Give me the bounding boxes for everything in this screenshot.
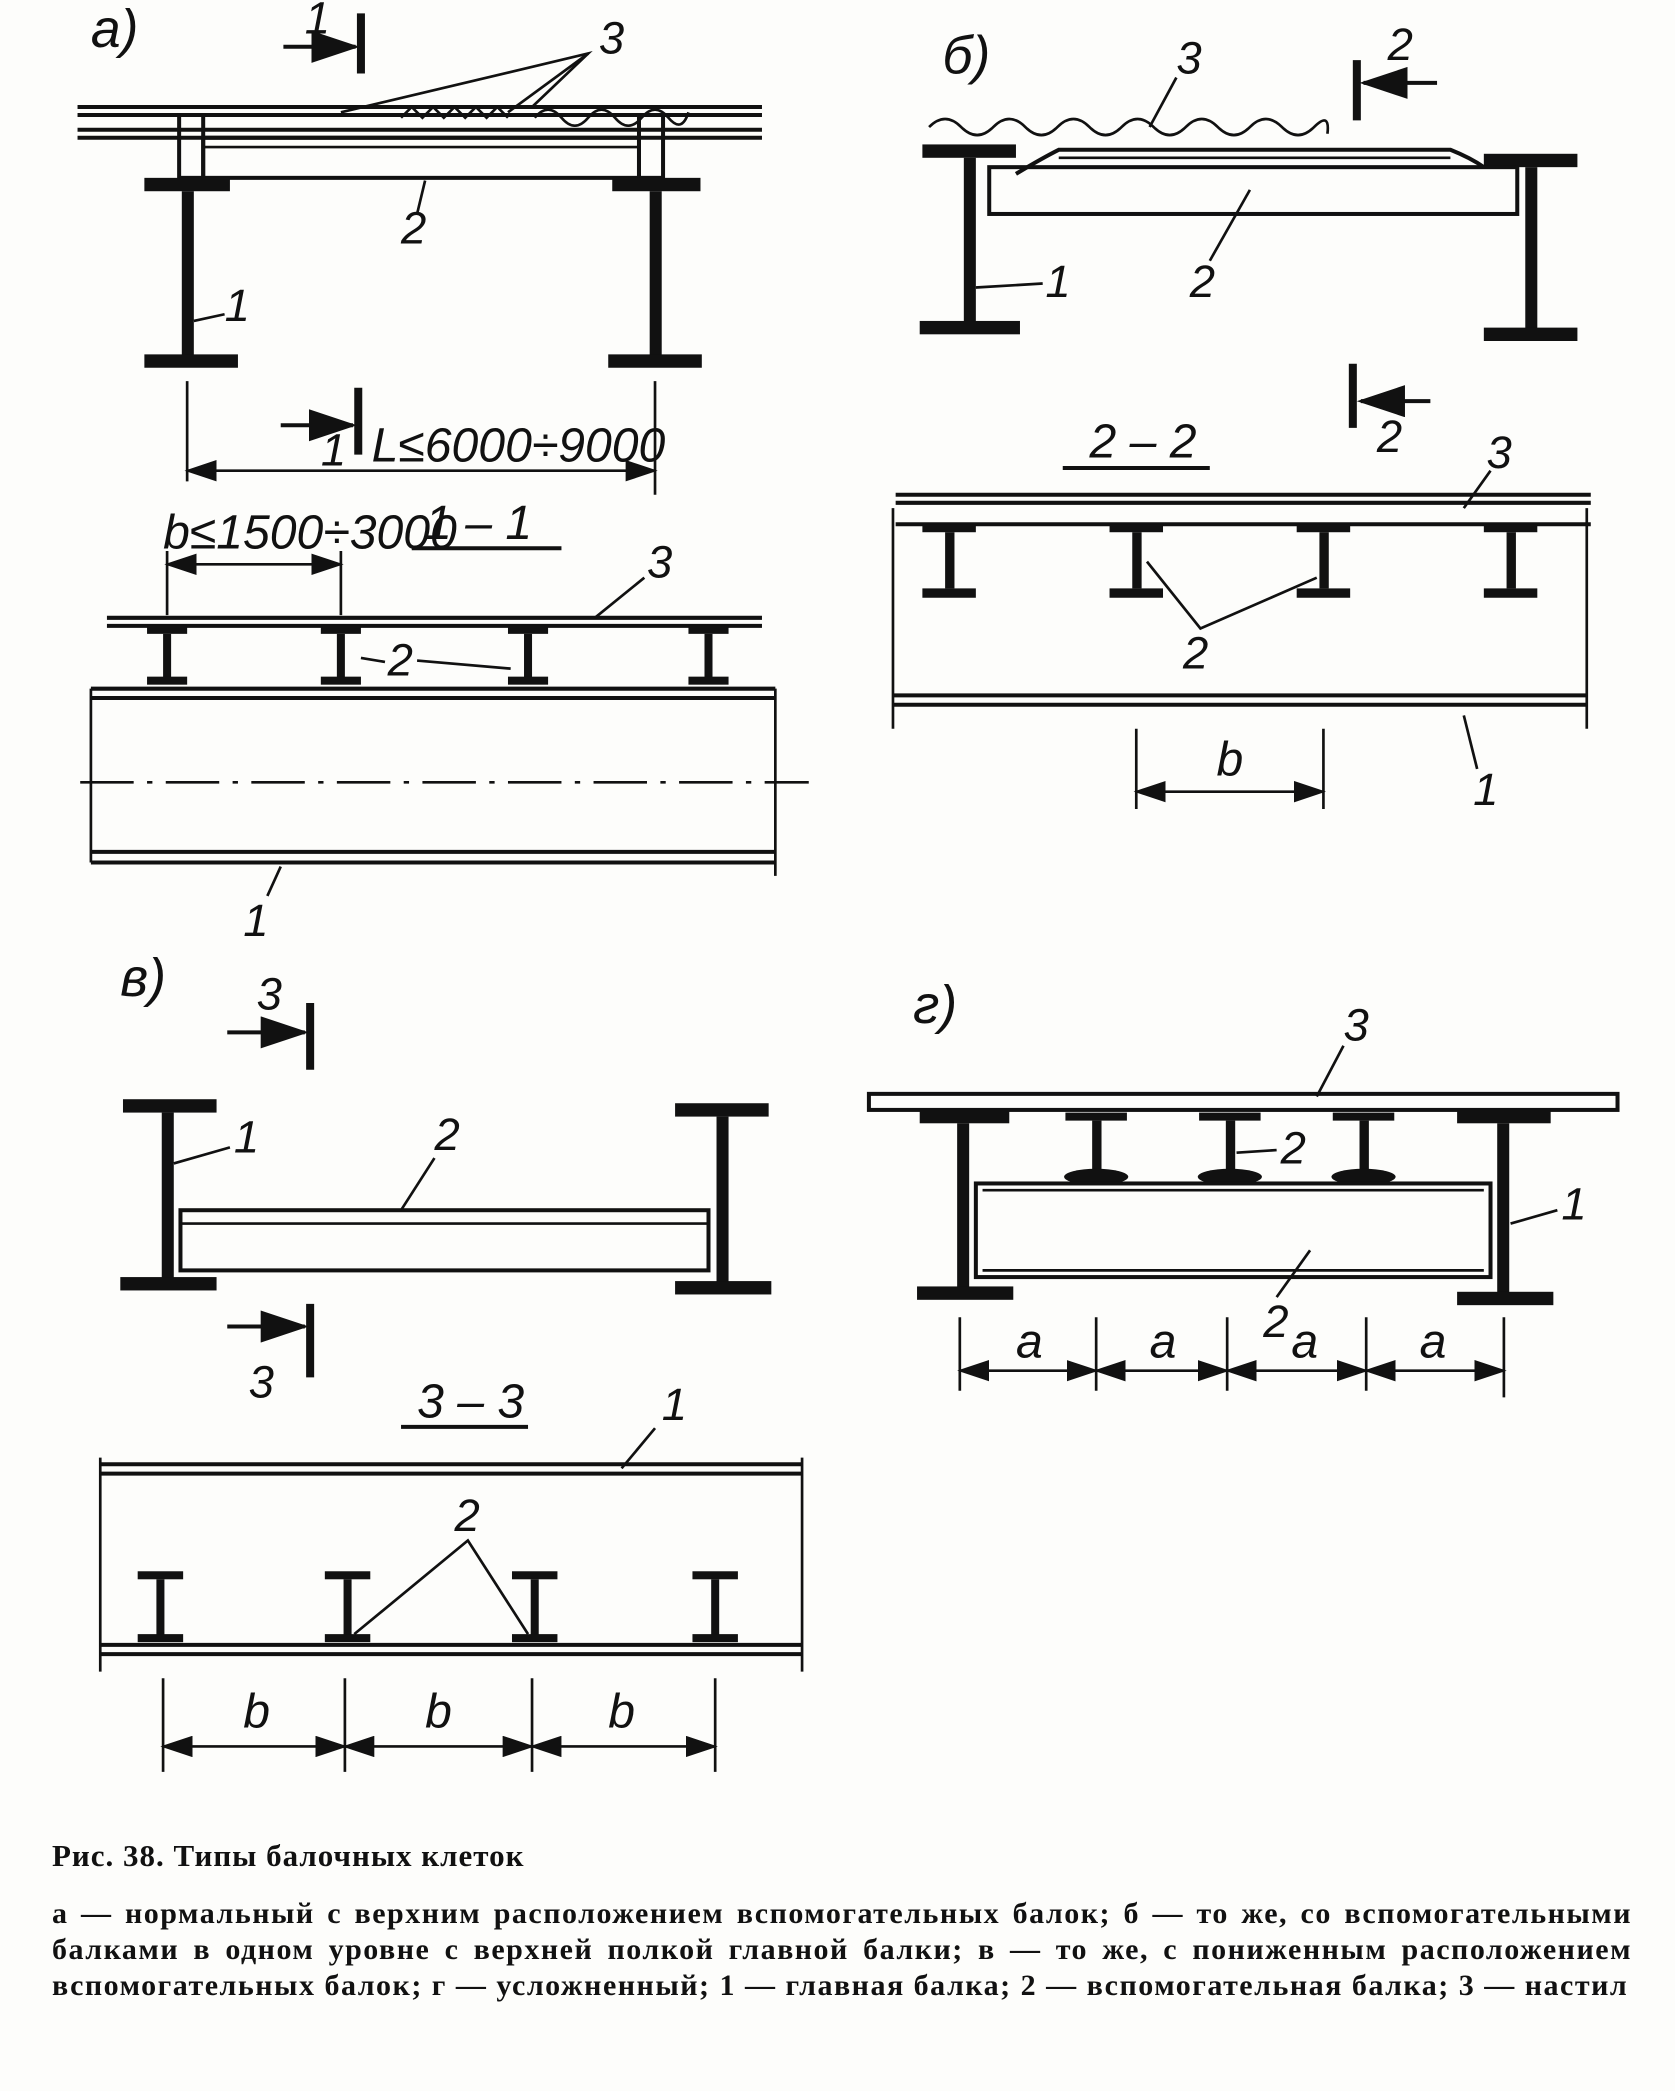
panel-v: в) 3 1 2 3 3 – 3 1 2	[98, 949, 804, 1772]
spacing-dimension: a	[1291, 1314, 1318, 1368]
pitch-dimension: b	[1216, 733, 1243, 787]
panel-b-label: б)	[942, 27, 990, 86]
panel-a-label: а)	[91, 0, 139, 59]
spacing-dimension: a	[1420, 1314, 1447, 1368]
main-beam-label-section: 1	[662, 1379, 687, 1430]
main-beam-label: 1	[1045, 256, 1070, 307]
section-title: 2 – 2	[1088, 414, 1196, 468]
panel-a: а) 1 3 2 1 1 L≤6	[77, 0, 809, 946]
pitch-dimension: b	[425, 1685, 452, 1739]
secondary-beam-label: 2	[1280, 1122, 1306, 1173]
deck-label: 3	[1343, 999, 1368, 1050]
section-mark-label: 1	[305, 0, 330, 43]
section-title: 1 – 1	[425, 496, 532, 550]
deck-label-section: 3	[647, 537, 672, 588]
secondary-beam-label-lower: 2	[1262, 1296, 1288, 1347]
main-beam-label: 1	[225, 280, 250, 331]
spacing-dimension: a	[1150, 1314, 1177, 1368]
secondary-beam-label-section: 2	[454, 1490, 480, 1541]
secondary-beam-label-section: 2	[1182, 628, 1208, 679]
spacing-dimension: a	[1016, 1314, 1043, 1368]
main-beam-label: 1	[234, 1112, 259, 1163]
main-beam-label-section: 1	[1473, 764, 1498, 815]
pitch-dimension: b≤1500÷3000	[163, 505, 457, 559]
panel-b: б) 3 2 1 2 2 2 – 2 3 2	[891, 19, 1591, 815]
pitch-dimension: b	[608, 1685, 635, 1739]
deck-label: 3	[1176, 33, 1201, 84]
figure-caption: Рис. 38. Типы балочных клеток а — нормал…	[52, 1838, 1632, 2004]
caption-text: а — нормальный с верхним расположением в…	[52, 1897, 1632, 2002]
panel-g-label: г)	[913, 976, 957, 1035]
panel-v-label: в)	[120, 949, 166, 1008]
pitch-dimension: b	[243, 1685, 270, 1739]
secondary-beam-label: 2	[433, 1109, 459, 1160]
section-mark-label-bottom: 1	[321, 424, 346, 475]
deck-label-section: 3	[1487, 427, 1512, 478]
secondary-beam-label-section: 2	[387, 634, 413, 685]
caption-title: Рис. 38. Типы балочных клеток	[52, 1838, 525, 1873]
section-mark-label: 3	[257, 969, 282, 1020]
main-beam-label-section: 1	[243, 895, 268, 946]
secondary-beam-label: 2	[400, 202, 426, 253]
span-dimension: L≤6000÷9000	[372, 418, 666, 472]
panel-g: г) 3 2 1 2 a a a a	[866, 976, 1620, 1398]
section-mark-label: 2	[1387, 19, 1413, 70]
deck-label: 3	[599, 12, 624, 63]
section-title: 3 – 3	[417, 1374, 524, 1428]
section-mark-label-bottom: 2	[1376, 411, 1402, 462]
section-mark-label-bottom: 3	[249, 1356, 274, 1407]
beam-grillage-drawing: а) 1 3 2 1 1 L≤6	[77, 0, 1620, 1772]
secondary-beam-label: 2	[1189, 256, 1215, 307]
main-beam-label: 1	[1561, 1179, 1586, 1230]
